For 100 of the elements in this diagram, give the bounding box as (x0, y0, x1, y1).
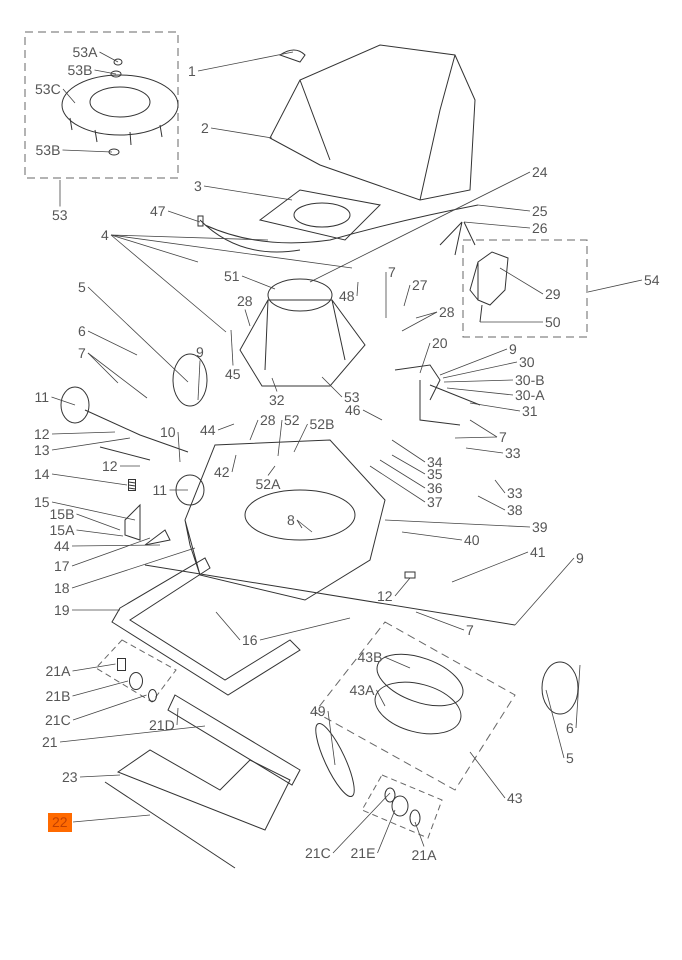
leader-line (88, 352, 148, 398)
leader-line (110, 234, 352, 268)
leader-line (392, 454, 426, 474)
callout-number: 51 (223, 268, 241, 284)
leader-line (52, 502, 136, 520)
leader-line (470, 402, 520, 412)
callout-number: 43 (506, 790, 524, 806)
leader-line (464, 222, 530, 228)
callout-number: 15 (33, 494, 51, 510)
callout-number: 14 (33, 466, 51, 482)
callout-number: 21E (350, 846, 376, 860)
leader-line (244, 309, 250, 326)
callout-number: 9 (575, 550, 585, 566)
leader-line (442, 362, 518, 378)
leader-line (62, 150, 112, 152)
leader-line (242, 276, 276, 290)
callout-number: 12 (101, 458, 119, 474)
leader-line (478, 204, 530, 212)
callout-number: 53 (343, 390, 361, 404)
callout-number: 31 (521, 404, 539, 418)
callout-number: 2 (200, 120, 210, 136)
leader-line (278, 420, 282, 456)
callout-number: 33 (504, 446, 522, 460)
leader-line (72, 664, 116, 672)
washer-part (148, 688, 156, 702)
callout-number: 15B (48, 506, 76, 522)
callout-number: 32 (268, 392, 286, 408)
callout-number: 52 (283, 412, 301, 428)
callout-number: 21A (410, 848, 438, 862)
leader-line (470, 752, 506, 798)
callout-number: 26 (531, 220, 549, 236)
callout-number: 49 (309, 704, 327, 718)
callout-number: 42 (213, 464, 231, 480)
leader-line (88, 330, 138, 356)
leader-line (72, 548, 196, 588)
leader-line (514, 558, 574, 626)
callout-number: 13 (33, 442, 51, 458)
callout-number: 53A (72, 44, 98, 60)
callout-number: 12 (33, 426, 51, 442)
callout-number: 27 (411, 278, 429, 292)
callout-number: 6 (565, 720, 575, 736)
callout-number: 53 (51, 208, 69, 222)
leader-line (402, 312, 438, 332)
callout-number: 4 (100, 228, 110, 242)
leader-line (494, 480, 506, 494)
callout-number: 39 (531, 520, 549, 534)
callout-number: 7 (387, 264, 397, 280)
leader-line (384, 656, 410, 668)
leader-line (414, 822, 424, 847)
leader-line (216, 612, 240, 640)
washer-part (129, 672, 143, 690)
leader-line (52, 438, 130, 450)
leader-line (576, 664, 580, 728)
callout-number: 5 (77, 280, 87, 294)
leader-line (88, 286, 188, 382)
callout-number: 15A (48, 522, 76, 538)
leader-line (176, 708, 178, 726)
leader-line (178, 432, 180, 462)
leader-line (376, 690, 386, 706)
leader-line (332, 792, 390, 854)
leader-line (272, 378, 278, 392)
spring-part (128, 479, 136, 491)
callout-number: 48 (338, 288, 356, 304)
callout-number: 37 (426, 494, 444, 510)
leader-line (72, 680, 128, 696)
leader-line (500, 268, 544, 294)
leader-line (51, 396, 76, 406)
callout-number: 21 (41, 734, 59, 750)
leader-line (466, 448, 504, 454)
callout-number: 11 (152, 482, 168, 498)
leader-line (444, 380, 514, 382)
callout-number: 21A (44, 664, 72, 678)
leader-line (94, 70, 116, 74)
callout-number: 1 (187, 64, 197, 78)
leader-line (322, 376, 342, 398)
leader-line (296, 520, 302, 528)
leader-line (72, 694, 147, 720)
callout-number: 38 (506, 502, 524, 518)
callout-number: 53B (34, 142, 62, 158)
callout-number: 40 (463, 532, 481, 548)
callout-number: 34 (426, 454, 444, 470)
callout-number: 47 (149, 204, 167, 218)
leader-line (416, 312, 438, 318)
callout-number: 43B (356, 650, 384, 664)
leader-line (377, 810, 396, 854)
callout-number: 9 (195, 344, 205, 360)
leader-line (294, 424, 308, 452)
callout-number: 30 (518, 354, 536, 370)
callout-number: 19 (53, 602, 71, 618)
callout-number: 23 (61, 770, 79, 784)
leader-line (404, 284, 410, 306)
callout-number: 9 (508, 342, 518, 356)
callout-number: 50 (544, 314, 562, 330)
leader-line (380, 460, 426, 488)
callout-number: 44 (199, 422, 217, 438)
callout-number: 52A (254, 476, 282, 492)
callout-number: 25 (531, 204, 549, 218)
callout-number: 11 (34, 390, 50, 404)
leader-line (52, 432, 116, 434)
callout-number: 53B (66, 62, 94, 78)
